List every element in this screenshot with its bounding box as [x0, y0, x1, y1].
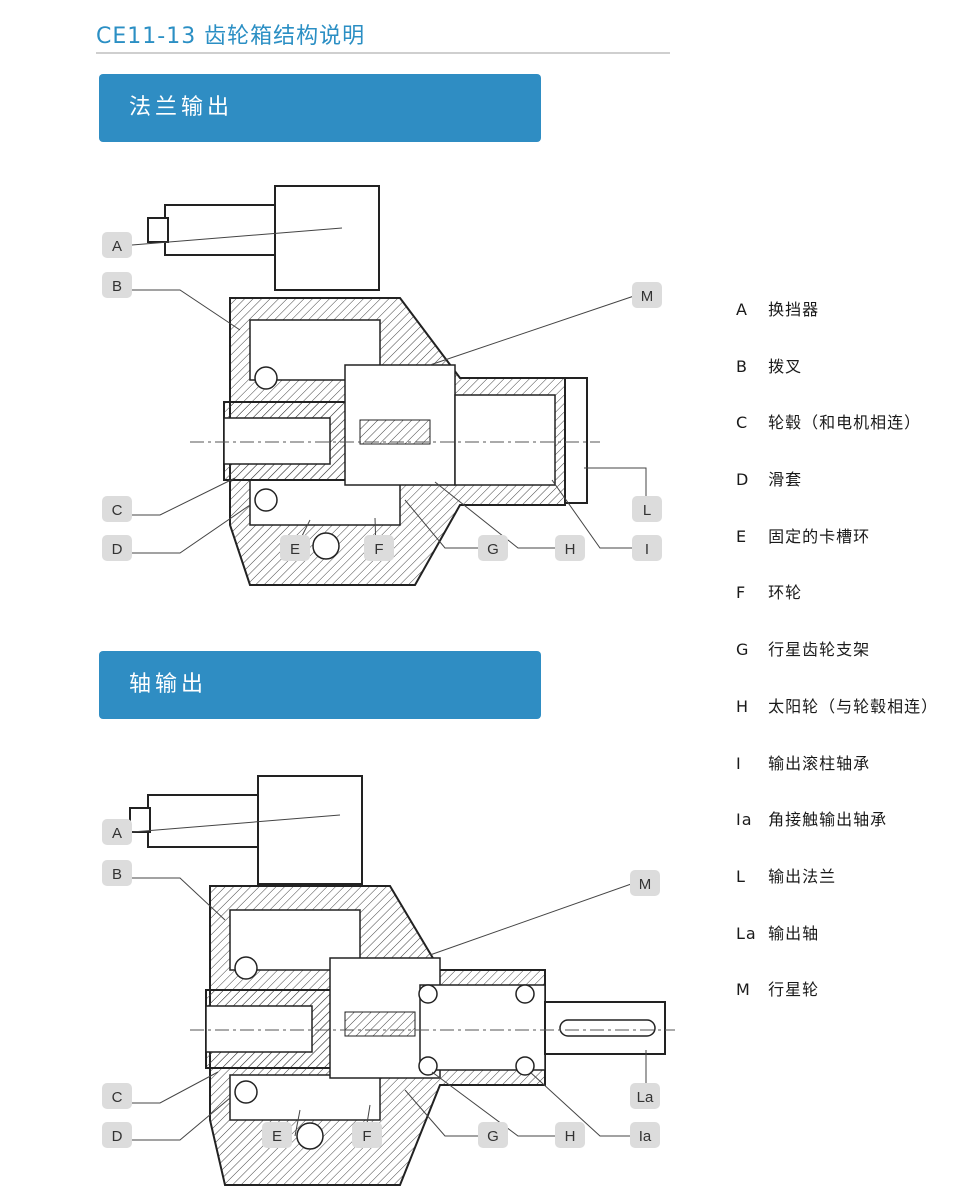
callout-Ia: Ia: [630, 1122, 660, 1148]
legend-item: H 太阳轮（与轮毂相连）: [736, 693, 938, 750]
legend-text: 拨叉: [768, 356, 803, 376]
svg-text:G: G: [487, 541, 499, 558]
legend-item: I 输出滚柱轴承: [736, 750, 938, 807]
callout-H: H: [555, 535, 585, 561]
svg-text:E: E: [272, 1128, 282, 1145]
section-heading-shaft-output: 轴输出: [99, 651, 541, 719]
callout-F: F: [364, 535, 394, 561]
legend-code: F: [736, 583, 747, 603]
legend-item: La 输出轴: [736, 920, 938, 977]
legend-item: A 换挡器: [736, 296, 938, 353]
legend-code: D: [736, 470, 750, 490]
callout-D: D: [102, 535, 132, 561]
legend-code: Ia: [736, 810, 753, 830]
leader-lines: [131, 227, 647, 554]
legend-text: 输出轴: [768, 923, 820, 943]
callout-E: E: [280, 535, 310, 561]
gearbox-drawing: [147, 185, 600, 586]
svg-text:La: La: [637, 1089, 654, 1106]
callout-C: C: [102, 1083, 132, 1109]
svg-text:A: A: [112, 825, 122, 842]
callout-F: F: [352, 1122, 382, 1148]
callout-B: B: [102, 860, 132, 886]
svg-text:I: I: [645, 541, 649, 558]
legend-item: L 输出法兰: [736, 863, 938, 920]
callout-B: B: [102, 272, 132, 298]
svg-text:B: B: [112, 278, 122, 295]
legend-item: B 拨叉: [736, 353, 938, 410]
svg-text:F: F: [374, 541, 383, 558]
callout-I: I: [632, 535, 662, 561]
legend-item: C 轮毂（和电机相连）: [736, 409, 938, 466]
svg-text:A: A: [112, 238, 122, 255]
legend-code: M: [736, 980, 751, 1000]
svg-text:H: H: [565, 541, 576, 558]
callout-G: G: [478, 1122, 508, 1148]
gearbox-drawing: [129, 775, 675, 1186]
svg-text:Ia: Ia: [639, 1128, 652, 1145]
svg-text:C: C: [112, 502, 123, 519]
legend-code: A: [736, 300, 748, 319]
svg-text:E: E: [290, 541, 300, 558]
legend-text: 滑套: [768, 470, 803, 490]
svg-text:C: C: [112, 1089, 123, 1106]
legend-text: 固定的卡槽环: [768, 526, 871, 546]
callout-La: La: [630, 1083, 660, 1109]
legend-code: G: [736, 640, 750, 660]
legend-text: 环轮: [768, 583, 803, 603]
title-divider: [96, 52, 670, 54]
legend-code: L: [736, 866, 746, 886]
legend-text: 换挡器: [768, 300, 820, 319]
legend-text: 行星轮: [768, 980, 820, 1000]
section-heading-flange-output: 法兰输出: [99, 74, 541, 142]
legend-item: D 滑套: [736, 466, 938, 523]
legend-code: H: [736, 696, 750, 716]
flange-output-diagram: A B C D E F G H I L M: [102, 185, 662, 586]
svg-text:L: L: [643, 502, 651, 519]
legend-code: C: [736, 413, 749, 433]
legend-code: La: [736, 923, 757, 943]
legend-code: I: [736, 753, 742, 773]
callout-D: D: [102, 1122, 132, 1148]
callout-G: G: [478, 535, 508, 561]
svg-text:H: H: [565, 1128, 576, 1145]
svg-text:F: F: [362, 1128, 371, 1145]
svg-text:M: M: [641, 288, 654, 305]
legend-text: 角接触输出轴承: [768, 810, 888, 830]
svg-text:M: M: [639, 876, 652, 893]
legend-item: M 行星轮: [736, 976, 938, 1033]
svg-text:D: D: [112, 541, 123, 558]
legend-text: 轮毂（和电机相连）: [768, 413, 922, 433]
legend-code: E: [736, 526, 748, 546]
legend-text: 输出滚柱轴承: [768, 753, 871, 773]
svg-text:D: D: [112, 1128, 123, 1145]
callout-A: A: [102, 232, 132, 258]
parts-legend: A 换挡器 B 拨叉 C 轮毂（和电机相连） D 滑套 E 固定的卡槽环 F 环…: [736, 296, 938, 1033]
callout-E: E: [262, 1122, 292, 1148]
legend-item: Ia 角接触输出轴承: [736, 806, 938, 863]
callout-C: C: [102, 496, 132, 522]
legend-item: F 环轮: [736, 579, 938, 636]
legend-item: G 行星齿轮支架: [736, 636, 938, 693]
svg-text:G: G: [487, 1128, 499, 1145]
callout-M: M: [630, 870, 660, 896]
callout-H: H: [555, 1122, 585, 1148]
callout-M: M: [632, 282, 662, 308]
callout-A: A: [102, 819, 132, 845]
callout-L: L: [632, 496, 662, 522]
shaft-output-diagram: A B C D E F G H Ia La M: [102, 775, 675, 1186]
legend-text: 太阳轮（与轮毂相连）: [768, 696, 939, 716]
legend-code: B: [736, 356, 748, 376]
legend-text: 行星齿轮支架: [768, 640, 871, 660]
legend-item: E 固定的卡槽环: [736, 523, 938, 580]
svg-text:B: B: [112, 866, 122, 883]
legend-text: 输出法兰: [768, 866, 837, 886]
page-title: CE11-13 齿轮箱结构说明: [96, 24, 366, 49]
